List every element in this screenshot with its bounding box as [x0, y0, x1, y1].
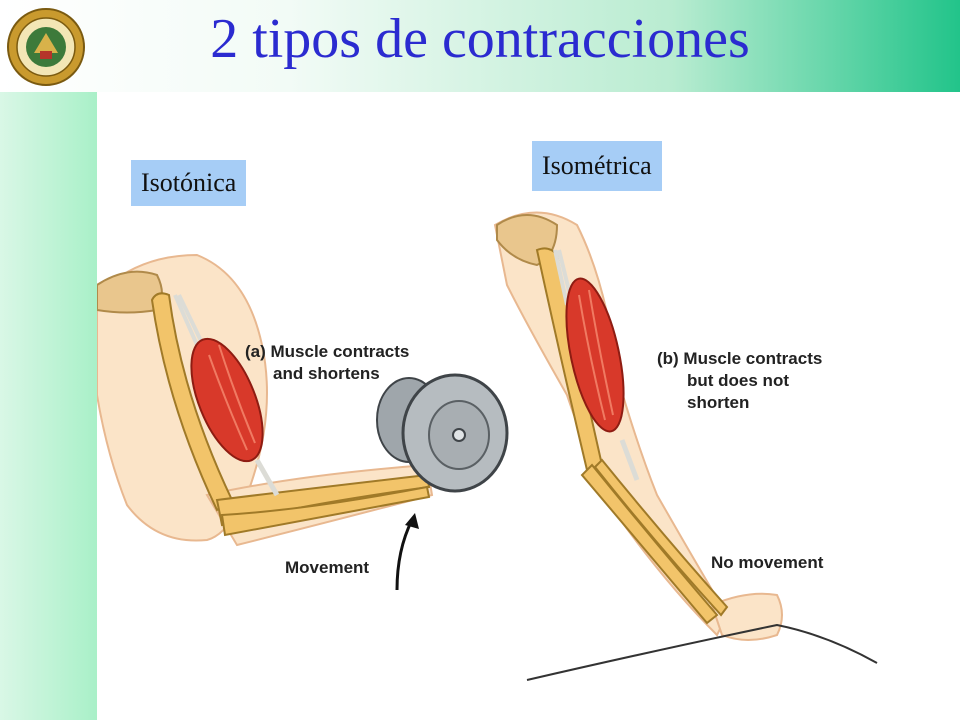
dumbbell-icon: [376, 373, 509, 493]
isotonica-label: Isotónica: [131, 160, 247, 206]
sidebar-band: [0, 92, 97, 720]
caption-a-line2: and shortens: [273, 364, 380, 383]
isotonic-arm: [97, 253, 434, 547]
rope: [526, 623, 878, 681]
caption-b-line3: shorten: [687, 393, 750, 412]
arm-diagram: (a) Muscle contracts and shortens Moveme…: [97, 211, 878, 681]
movement-arrowhead-icon: [405, 513, 419, 529]
page-title: 2 tipos de contracciones: [210, 8, 750, 70]
caption-a-line1: (a) Muscle contracts: [245, 342, 410, 361]
university-seal-icon: [7, 8, 85, 86]
movement-label: Movement: [285, 558, 370, 577]
isometrica-label: Isométrica: [532, 141, 662, 191]
caption-b-line1: (b) Muscle contracts: [657, 349, 823, 368]
isometric-arm: [493, 211, 783, 641]
no-movement-label: No movement: [711, 553, 824, 572]
caption-b-line2: but does not: [687, 371, 789, 390]
header-band: [0, 0, 960, 92]
